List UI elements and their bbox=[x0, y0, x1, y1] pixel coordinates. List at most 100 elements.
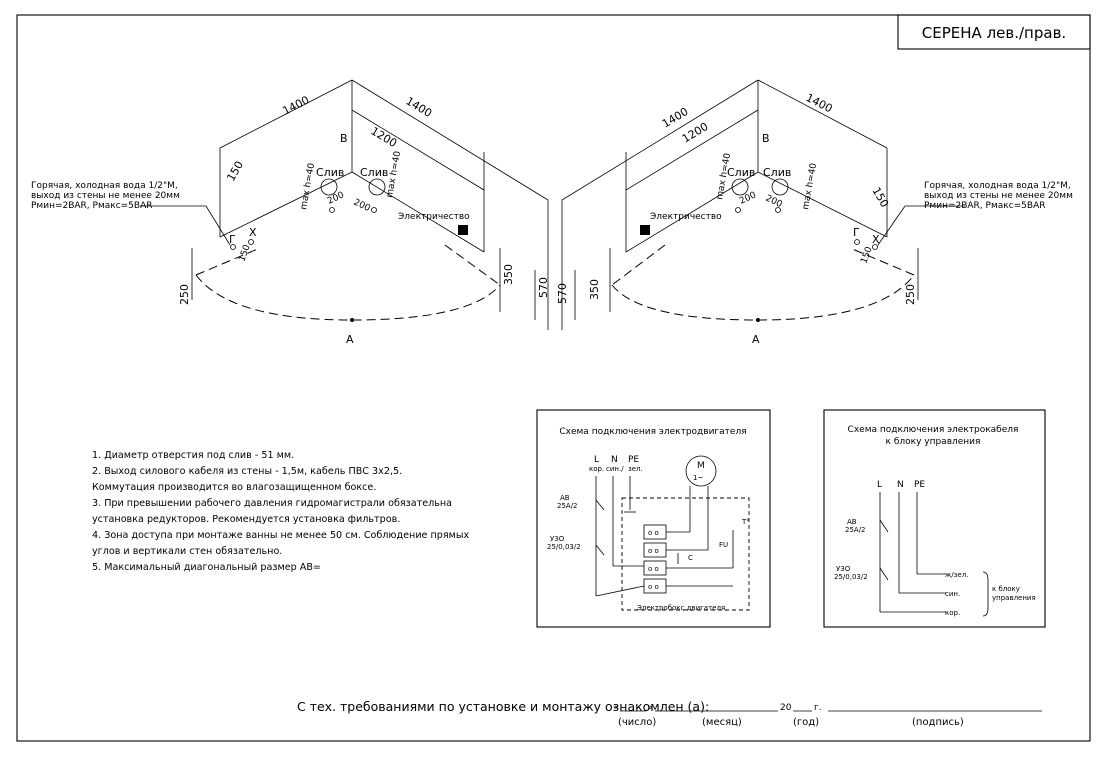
left-bath-view: 1400 1400 1200 150 B A Слив Слив max h=4… bbox=[31, 79, 550, 346]
label-l: L bbox=[877, 480, 882, 490]
av-switch bbox=[595, 499, 605, 511]
temp-label: T° bbox=[741, 518, 750, 526]
motor-wiring-scheme: Схема подключения электродвигателя L N P… bbox=[536, 409, 771, 628]
dim-150-top: 150 bbox=[869, 185, 891, 210]
dim-1400-a: 1400 bbox=[280, 93, 311, 117]
floor-line-left bbox=[195, 247, 261, 276]
notes-block: 1. Диаметр отверстия под слив - 51 мм. 2… bbox=[92, 450, 469, 573]
dim-line-top-left bbox=[219, 79, 353, 149]
drain-point-a bbox=[329, 207, 335, 213]
wall-base-left bbox=[219, 171, 353, 238]
cap-label: C bbox=[688, 554, 693, 562]
note-line: Коммутация производится во влагозащищенн… bbox=[92, 482, 376, 493]
av-label: АВ bbox=[847, 518, 857, 526]
dim-250: 250 bbox=[904, 284, 917, 305]
wire-label-1: ж/зел. bbox=[945, 571, 968, 579]
label-pe: PE bbox=[914, 480, 925, 490]
electricity-label: Электричество bbox=[650, 212, 722, 222]
motor-m: M bbox=[697, 461, 705, 471]
water-note-line2: выход из стены не менее 20мм bbox=[924, 191, 1073, 201]
uzo-switch bbox=[879, 567, 889, 581]
dim-1400-a: 1400 bbox=[660, 105, 691, 131]
drain-label-a: Слив bbox=[727, 166, 755, 179]
point-a-marker bbox=[350, 318, 354, 322]
label-n: N bbox=[611, 455, 618, 465]
dim-200-b: 200 bbox=[352, 198, 372, 214]
label-pe: PE bbox=[628, 455, 639, 465]
to-unit-line2: управления bbox=[992, 594, 1036, 602]
fu-label: FU bbox=[719, 541, 728, 549]
av-label: АВ bbox=[560, 494, 570, 502]
uzo-rating: 25/0,03/2 bbox=[547, 543, 581, 551]
point-b: B bbox=[762, 132, 770, 145]
av-rating: 25А/2 bbox=[845, 526, 866, 534]
drain-point-b bbox=[775, 207, 781, 213]
note-line: углов и вертикали стен обязательно. bbox=[92, 546, 282, 557]
note-line: установка редукторов. Рекомендуется уста… bbox=[92, 514, 400, 525]
dim-line-top-right bbox=[757, 79, 888, 149]
av-rating: 25А/2 bbox=[557, 502, 578, 510]
hot-point bbox=[854, 239, 860, 245]
floor-line-right bbox=[849, 247, 915, 276]
dim-350: 350 bbox=[588, 279, 601, 300]
motor-scheme-title: Схема подключения электродвигателя bbox=[559, 427, 746, 437]
caption-day: (число) bbox=[618, 717, 656, 728]
hot-label: Г bbox=[229, 233, 236, 246]
dim-570: 570 bbox=[556, 283, 569, 304]
title-box bbox=[897, 14, 1091, 50]
dim-200-b: 200 bbox=[764, 194, 784, 210]
water-note-line1: Горячая, холодная вода 1/2"M, bbox=[31, 181, 178, 191]
drain-circle-b bbox=[771, 178, 789, 196]
drain-label-b: Слив bbox=[360, 166, 388, 179]
label-n-sub: син./ bbox=[606, 465, 624, 473]
point-a: A bbox=[346, 333, 354, 346]
hot-label: Г bbox=[853, 226, 860, 239]
electrobox-caption: Электробокс двигателя bbox=[637, 604, 725, 612]
drain-circle-a bbox=[320, 178, 338, 196]
point-b: B bbox=[340, 132, 348, 145]
uzo-rating: 25/0,03/2 bbox=[834, 573, 868, 581]
to-unit-line1: к блоку bbox=[992, 585, 1020, 593]
dim-350: 350 bbox=[502, 264, 515, 285]
note-line: 4. Зона доступа при монтаже ванны не мен… bbox=[92, 530, 469, 541]
wire-l-term bbox=[595, 585, 645, 597]
dim-line-inner bbox=[625, 109, 759, 191]
dim-line-top-left bbox=[561, 79, 759, 201]
floor-line-left bbox=[611, 244, 666, 286]
wall-base-right bbox=[757, 171, 888, 238]
caption-month: (месяц) bbox=[702, 717, 742, 728]
electricity-box bbox=[640, 225, 650, 235]
cold-label: Х bbox=[249, 226, 257, 239]
cable-scheme-frame bbox=[823, 409, 1046, 628]
sheet-frame bbox=[16, 14, 1091, 742]
water-leader bbox=[877, 205, 906, 246]
floor-arc bbox=[611, 274, 915, 321]
cable-scheme-title-1: Схема подключения электрокабеля bbox=[848, 425, 1019, 435]
motor-phase: 1~ bbox=[693, 474, 703, 482]
drain-label-a: Слив bbox=[316, 166, 344, 179]
terminal-dots: о о bbox=[648, 547, 659, 555]
water-note-line3: Pмин=2BAR, Pмакс=5BAR bbox=[31, 201, 153, 211]
note-line: 3. При превышении рабочего давления гидр… bbox=[92, 498, 452, 509]
year-prefix: 20 bbox=[780, 703, 792, 713]
cable-wiring-scheme: Схема подключения электрокабеля к блоку … bbox=[823, 409, 1046, 628]
drain-point-a bbox=[735, 207, 741, 213]
hot-point bbox=[230, 244, 236, 250]
point-a-marker bbox=[756, 318, 760, 322]
signature-line: С тех. требованиями по установке и монта… bbox=[297, 699, 1042, 728]
note-line: 1. Диаметр отверстия под слив - 51 мм. bbox=[92, 450, 294, 461]
water-note-line1: Горячая, холодная вода 1/2"M, bbox=[924, 181, 1071, 191]
year-suffix: г. bbox=[814, 703, 822, 713]
terminal-dots: о о bbox=[648, 529, 659, 537]
caption-year: (год) bbox=[793, 717, 819, 728]
water-note-line2: выход из стены не менее 20мм bbox=[31, 191, 180, 201]
floor-line-right bbox=[444, 244, 501, 286]
drain-circle-a bbox=[731, 178, 749, 196]
av-switch bbox=[879, 519, 889, 533]
dim-1400-b: 1400 bbox=[403, 94, 434, 120]
wall-base-right bbox=[351, 171, 485, 253]
uzo-switch bbox=[595, 544, 605, 556]
terminal-dots: о о bbox=[648, 565, 659, 573]
